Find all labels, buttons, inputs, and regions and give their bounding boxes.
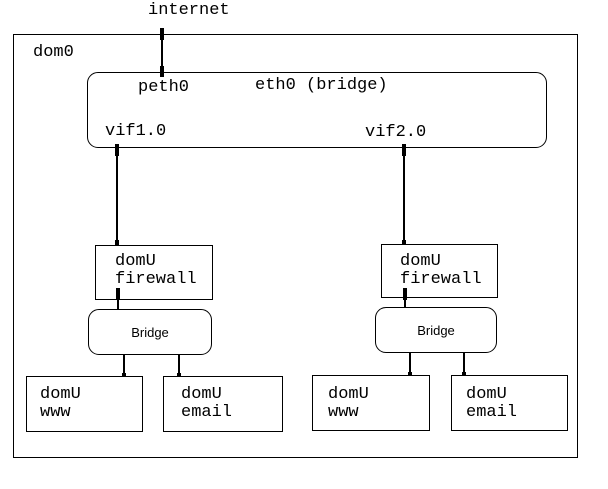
www-right-box: domU www (312, 375, 430, 431)
peth0-label: peth0 (138, 78, 190, 97)
bridge-right-label: Bridge (417, 322, 455, 338)
connector-endpoint (115, 144, 119, 156)
connector-bridge-email-left (178, 355, 180, 384)
connector-bridge-www-left (123, 355, 125, 384)
internet-label: internet (148, 1, 230, 20)
firewall-left-label: domU firewall (115, 252, 197, 289)
email-left-box: domU email (163, 376, 283, 432)
www-left-box: domU www (26, 376, 143, 432)
connector-endpoint (403, 288, 407, 300)
connector-endpoint (160, 28, 164, 40)
email-right-label: domU email (466, 385, 518, 422)
bridge-left-box: Bridge (88, 309, 212, 355)
vif1-label: vif1.0 (105, 122, 167, 141)
firewall-right-label: domU firewall (400, 252, 482, 289)
www-left-label: domU www (40, 385, 81, 422)
eth0-bridge-box (87, 72, 547, 148)
connector-vif2-firewall (403, 145, 405, 252)
email-left-label: domU email (181, 385, 233, 422)
bridge-left-label: Bridge (131, 324, 169, 340)
vif2-label: vif2.0 (365, 123, 427, 142)
eth0-bridge-label: eth0 (bridge) (255, 76, 388, 95)
bridge-right-box: Bridge (375, 307, 497, 353)
connector-vif1-firewall (116, 145, 118, 252)
connector-endpoint (160, 66, 164, 77)
email-right-box: domU email (451, 375, 568, 431)
connector-internet-eth0 (161, 28, 163, 77)
connector-endpoint (402, 144, 406, 156)
www-right-label: domU www (328, 385, 369, 422)
firewall-right-box: domU firewall (381, 244, 498, 298)
connector-bridge-www-right (409, 353, 411, 383)
connector-bridge-email-right (463, 353, 465, 383)
connector-endpoint (116, 288, 120, 300)
firewall-left-box: domU firewall (95, 245, 213, 300)
dom0-label: dom0 (33, 43, 74, 62)
